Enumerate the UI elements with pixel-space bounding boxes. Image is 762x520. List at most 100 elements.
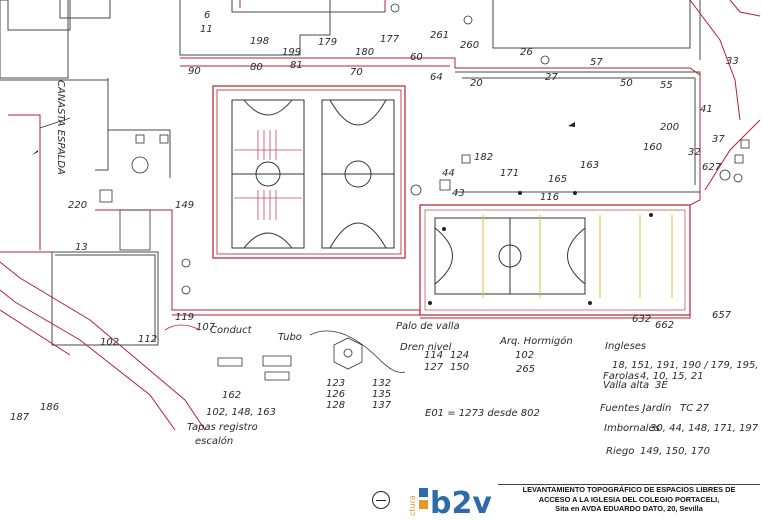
court-enclosure-inner xyxy=(216,89,402,255)
left-road-2 xyxy=(0,289,176,431)
label-n200: 200 xyxy=(660,122,679,133)
label-riego-list: 149, 150, 170 xyxy=(640,446,710,457)
label-dren-nivel: Dren nivel xyxy=(400,342,452,353)
label-riego: Riego xyxy=(606,446,634,457)
label-escalon: escalón xyxy=(195,435,233,447)
symbol-box-6 xyxy=(217,357,243,367)
label-n33: 33 xyxy=(726,56,739,67)
label-n81: 81 xyxy=(290,60,303,71)
court-block-left xyxy=(212,85,406,259)
label-valla: Valla alta xyxy=(603,380,649,391)
symbol-arrow-lead xyxy=(39,117,71,129)
label-n179: 179 xyxy=(318,37,337,48)
symbol-box-5 xyxy=(461,154,471,164)
label-dren-values: 114 xyxy=(424,350,443,361)
label-n171: 171 xyxy=(500,168,519,179)
label-n44: 44 xyxy=(442,168,455,179)
label-tapas: Tapas registro xyxy=(187,422,258,433)
symbol-box-2 xyxy=(159,134,169,144)
symbol-box-8 xyxy=(264,371,290,381)
label-n632: 632 xyxy=(632,314,651,325)
building-top-left xyxy=(0,0,69,79)
label-arq-values: 102 xyxy=(515,350,534,361)
label-n41: 41 xyxy=(700,104,713,115)
diag-right-2 xyxy=(704,119,761,191)
b2v-logo: ctura b2v xyxy=(408,486,492,518)
label-hex-values-1: 123 xyxy=(326,378,345,389)
symbol-box-11 xyxy=(439,179,451,191)
label-n50: 50 xyxy=(620,78,633,89)
handwritten-labels: CANASTA ESPALDA Conduct Tubo Palo de val… xyxy=(10,10,762,457)
label-n627: 627 xyxy=(702,162,722,173)
court-2-arc-bottom xyxy=(329,222,387,249)
label-n199: 199 xyxy=(282,47,301,58)
label-n60: 60 xyxy=(410,52,423,63)
label-hex-values-3: 128 xyxy=(326,400,345,411)
logo-wordmark: b2v xyxy=(430,486,492,518)
label-n102: 102 xyxy=(100,337,119,348)
court-1-stripes xyxy=(234,130,302,220)
building-top-center-2 xyxy=(231,0,386,13)
title-line-3: Sita en AVDA EDUARDO DATO, 20, Sevilla xyxy=(555,504,703,513)
yellow-lines xyxy=(482,215,673,298)
upper-walkway xyxy=(180,57,701,76)
symbol-tree-7 xyxy=(390,3,400,13)
symbol-box-3 xyxy=(740,139,750,149)
label-conduct: Conduct xyxy=(210,325,253,336)
building-mid-left xyxy=(0,79,109,171)
symbol-curve-2 xyxy=(164,324,201,331)
symbol-tree-1 xyxy=(181,258,191,268)
court-1-key-bottom xyxy=(243,232,293,249)
label-n64: 64 xyxy=(430,72,443,83)
label-n657: 657 xyxy=(712,310,732,321)
title-line-1: LEVANTAMIENTO TOPOGRÁFICO DE ESPACIOS LI… xyxy=(522,485,736,494)
label-dren-values-2: 124 xyxy=(450,350,469,361)
label-n55: 55 xyxy=(660,80,673,91)
label-farolas: Farolas xyxy=(603,371,639,382)
left-road xyxy=(0,261,206,431)
label-hex-values-6: 137 xyxy=(372,400,392,411)
symbol-tree-2 xyxy=(181,285,191,295)
symbol-box-4 xyxy=(734,154,744,164)
building-lower-left xyxy=(51,251,159,346)
building-lower-left-inner xyxy=(55,254,156,342)
court-1-circle xyxy=(255,161,281,187)
label-n116: 116 xyxy=(540,192,559,203)
label-n198: 198 xyxy=(250,36,269,47)
label-n261: 261 xyxy=(430,30,449,41)
label-tubo: Tubo xyxy=(278,332,302,343)
label-n43: 43 xyxy=(452,188,465,199)
label-tapas-vals: 162 xyxy=(222,390,241,401)
label-n220: 220 xyxy=(68,200,87,211)
building-top-mid xyxy=(59,0,111,19)
label-n160: 160 xyxy=(643,142,662,153)
symbol-box-7 xyxy=(262,355,292,367)
court-block-right xyxy=(419,204,691,316)
right-block-inner xyxy=(462,77,696,185)
symbol-box-1 xyxy=(135,134,145,144)
label-n20: 20 xyxy=(470,78,483,89)
label-fuentes-list: TC 27 xyxy=(680,403,710,414)
futsal-arc-right xyxy=(567,227,586,285)
title-rule xyxy=(498,484,760,485)
logo-block-2 xyxy=(419,500,428,509)
label-imbornales: Imbornales xyxy=(604,423,660,434)
left-road-3 xyxy=(0,309,71,356)
label-valla-list: 3E xyxy=(655,380,668,391)
building-top-center xyxy=(179,0,331,56)
label-n149: 149 xyxy=(175,200,194,211)
symbol-tree-5 xyxy=(733,173,743,183)
label-n70: 70 xyxy=(350,67,363,78)
filled-markers xyxy=(32,122,653,305)
title-text: LEVANTAMIENTO TOPOGRÁFICO DE ESPACIOS LI… xyxy=(500,485,758,514)
label-n37: 37 xyxy=(712,134,725,145)
futsal-circle xyxy=(498,244,522,268)
label-n107: 107 xyxy=(196,322,216,333)
symbol-box-10 xyxy=(99,189,113,203)
label-n57: 57 xyxy=(590,57,603,68)
label-ingleses: Ingleses xyxy=(605,341,646,352)
label-conduct-vals: 102, 148, 163 xyxy=(206,407,276,418)
court-right-enclosure xyxy=(419,204,691,316)
label-n11: 11 xyxy=(200,24,213,35)
label-n112: 112 xyxy=(138,334,157,345)
